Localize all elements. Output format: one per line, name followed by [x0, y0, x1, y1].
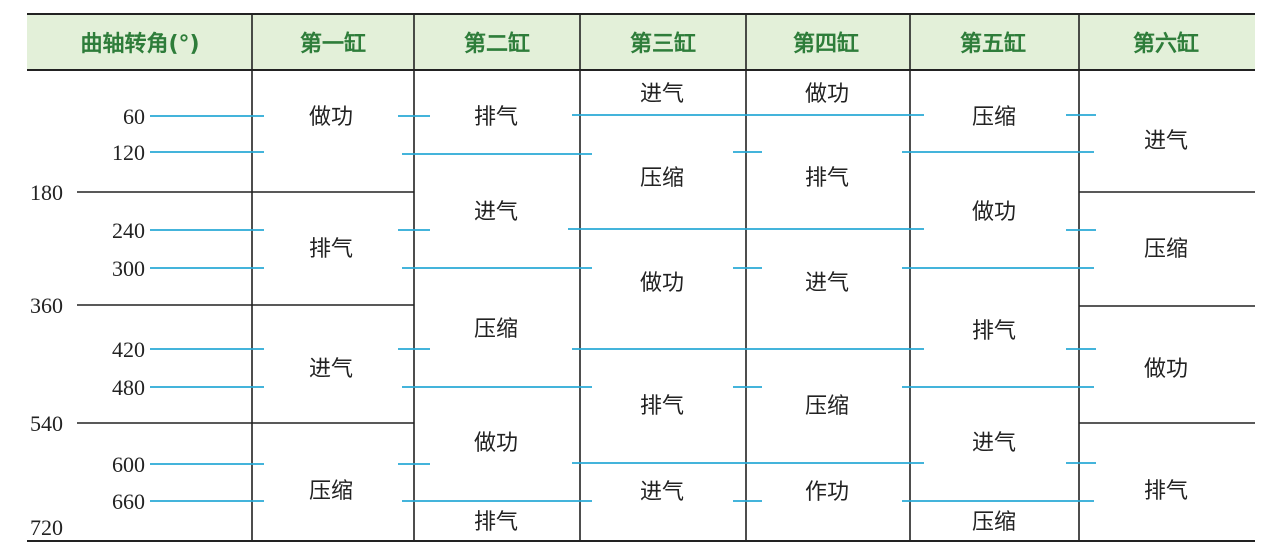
angle-label-60: 60 — [123, 104, 145, 129]
cyl4-phase-4: 压缩 — [805, 394, 849, 419]
cyl1-phase-2: 排气 — [309, 237, 353, 262]
cyl4-phase-3: 进气 — [805, 271, 849, 296]
cyl5-phase-2: 做功 — [972, 200, 1016, 225]
cyl4-phase-5: 作功 — [805, 480, 849, 505]
angle-label-120: 120 — [112, 140, 145, 165]
blue-boundaries — [150, 114, 1096, 502]
cyl6-phase-1: 进气 — [1144, 129, 1188, 154]
black-boundaries — [77, 191, 1255, 424]
cyl5-phase-5: 压缩 — [972, 510, 1016, 535]
angle-label-240: 240 — [112, 218, 145, 243]
header-cylinder-3: 第三缸 — [630, 31, 696, 57]
cyl3-phase-2: 压缩 — [640, 166, 684, 191]
cyl5-phase-4: 进气 — [972, 431, 1016, 456]
cyl3-phase-5: 进气 — [640, 480, 684, 505]
angle-label-180: 180 — [30, 180, 63, 205]
cyl2-phase-3: 压缩 — [474, 317, 518, 342]
angle-label-300: 300 — [112, 256, 145, 281]
cyl3-phase-3: 做功 — [640, 271, 684, 296]
header-crank-angle: 曲轴转角(°) — [80, 31, 199, 57]
cyl6-phase-4: 排气 — [1144, 479, 1188, 504]
angle-label-720: 720 — [30, 515, 63, 540]
cyl2-phase-1: 排气 — [474, 105, 518, 130]
angle-label-660: 660 — [112, 489, 145, 514]
header-band — [27, 14, 1255, 70]
cyl2-phase-5: 排气 — [474, 510, 518, 535]
angle-label-540: 540 — [30, 411, 63, 436]
cyl5-phase-1: 压缩 — [972, 105, 1016, 130]
header-cylinder-2: 第二缸 — [464, 31, 530, 57]
header-cylinder-1: 第一缸 — [300, 31, 366, 57]
angle-label-600: 600 — [112, 452, 145, 477]
cyl1-phase-1: 做功 — [309, 105, 353, 130]
angle-label-360: 360 — [30, 293, 63, 318]
cyl3-phase-4: 排气 — [640, 394, 684, 419]
angle-label-420: 420 — [112, 337, 145, 362]
cyl3-phase-1: 进气 — [640, 82, 684, 107]
cyl2-phase-2: 进气 — [474, 200, 518, 225]
cyl1-phase-3: 进气 — [309, 357, 353, 382]
cyl6-phase-2: 压缩 — [1144, 237, 1188, 262]
cyl4-phase-1: 做功 — [805, 82, 849, 107]
column-separators — [251, 14, 1080, 541]
header-cylinder-6: 第六缸 — [1133, 31, 1199, 57]
table-frame — [27, 13, 1255, 542]
header-cylinder-5: 第五缸 — [960, 31, 1026, 57]
cyl1-phase-4: 压缩 — [309, 479, 353, 504]
angle-label-480: 480 — [112, 375, 145, 400]
cyl4-phase-2: 排气 — [805, 166, 849, 191]
cyl2-phase-4: 做功 — [474, 431, 518, 456]
cyl5-phase-3: 排气 — [972, 319, 1016, 344]
header-cylinder-4: 第四缸 — [793, 31, 859, 57]
cyl6-phase-3: 做功 — [1144, 357, 1188, 382]
